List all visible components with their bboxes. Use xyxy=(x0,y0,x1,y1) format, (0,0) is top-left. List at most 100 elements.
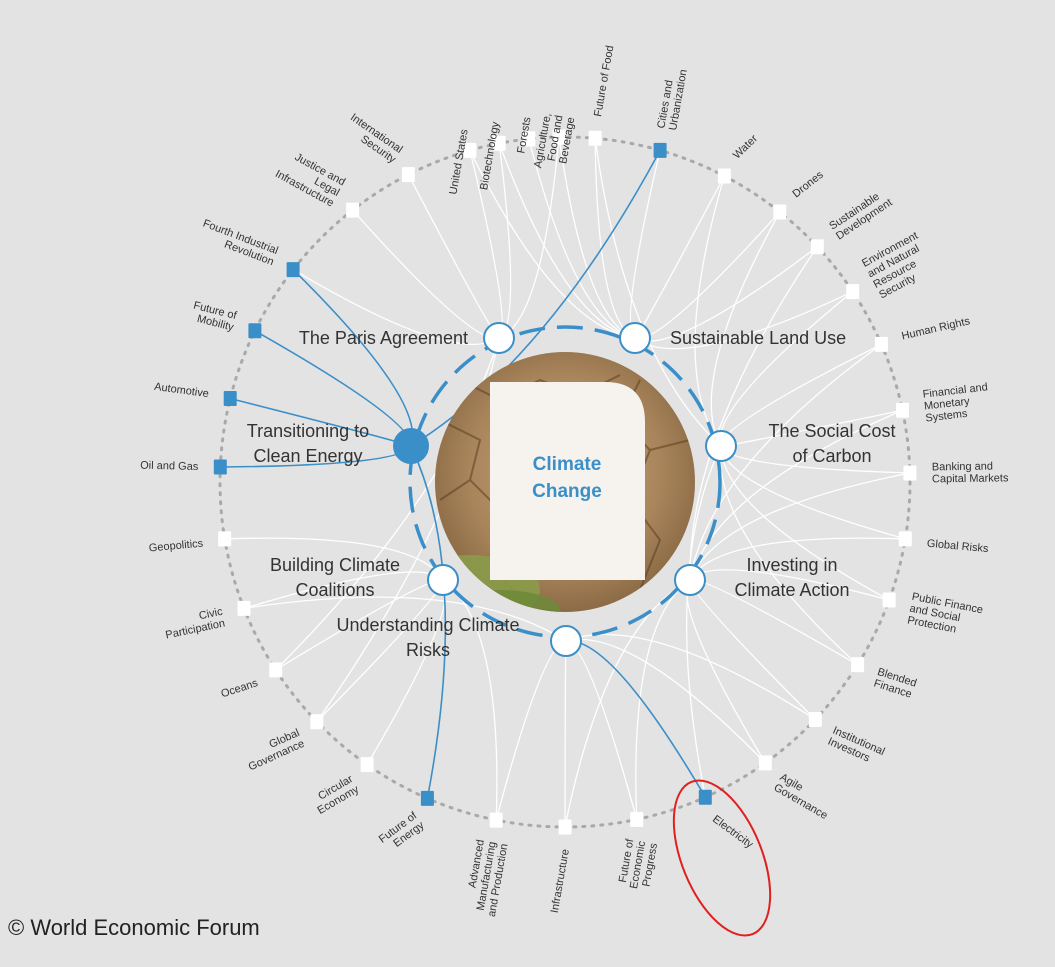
topic-sustainable-development[interactable]: SustainableDevelopment xyxy=(810,187,895,255)
topic-human-rights[interactable]: Human Rights xyxy=(874,315,972,352)
topic-geopolitics[interactable]: Geopolitics xyxy=(148,531,232,555)
link xyxy=(564,579,691,828)
topic-fourth-industrial-revolution[interactable]: Fourth IndustrialRevolution xyxy=(197,217,300,278)
link xyxy=(565,638,766,764)
key-issue-paris[interactable]: The Paris Agreement xyxy=(299,322,515,354)
topic-financial-and-monetary-systems[interactable]: Financial andMonetarySystems xyxy=(896,381,991,425)
topic-label: Biotechnology xyxy=(478,120,502,191)
topic-node-marker xyxy=(286,262,300,278)
key-issue-node xyxy=(674,564,706,596)
topic-label: Future ofEnergy xyxy=(377,809,427,855)
topic-node-marker xyxy=(896,402,909,418)
topic-forests[interactable]: Forests xyxy=(515,116,536,155)
topic-node-marker xyxy=(773,204,787,220)
key-issue-node xyxy=(427,564,459,596)
topic-node-marker xyxy=(492,135,506,151)
topic-automotive[interactable]: Automotive xyxy=(153,381,237,406)
link xyxy=(565,633,816,721)
topic-global-governance[interactable]: GlobalGovernance xyxy=(242,714,324,773)
topic-node-marker xyxy=(808,712,822,727)
key-issue-node xyxy=(550,625,582,657)
topic-label: Justice andLegalInfrastructure xyxy=(273,147,347,210)
topic-node-marker xyxy=(588,130,602,146)
topic-global-risks[interactable]: Global Risks xyxy=(898,531,990,556)
topic-label: Global Risks xyxy=(926,538,989,556)
annotation-ellipse xyxy=(672,779,772,937)
topic-justice-and-legal-infrastructure[interactable]: Justice andLegalInfrastructure xyxy=(273,147,360,218)
key-issue-node xyxy=(619,322,651,354)
link xyxy=(469,150,636,339)
topic-blended-finance[interactable]: BlendedFinance xyxy=(851,657,918,701)
key-issue-land[interactable]: Sustainable Land Use xyxy=(619,322,846,354)
topic-institutional-investors[interactable]: InstitutionalInvestors xyxy=(808,712,887,769)
topic-infrastructure[interactable]: Infrastructure xyxy=(549,819,572,915)
topic-water[interactable]: Water xyxy=(717,132,761,184)
topic-node-marker xyxy=(558,819,572,835)
key-issue-label: The Paris Agreement xyxy=(299,328,468,348)
link xyxy=(498,143,636,339)
topic-future-of-energy[interactable]: Future ofEnergy xyxy=(377,790,434,855)
topic-label: AgileGovernance xyxy=(772,771,836,822)
topic-oil-and-gas[interactable]: Oil and Gas xyxy=(140,459,227,475)
topic-node-marker xyxy=(237,600,251,616)
highlighted-link xyxy=(410,445,447,799)
topic-label: Oil and Gas xyxy=(140,460,199,473)
topic-node-marker xyxy=(698,789,712,805)
topic-label: Human Rights xyxy=(900,315,971,342)
topic-biotechnology[interactable]: Biotechnology xyxy=(478,120,506,191)
link xyxy=(686,579,766,764)
topic-label: SustainableDevelopment xyxy=(827,187,894,243)
topic-oceans[interactable]: Oceans xyxy=(220,662,283,700)
link xyxy=(689,246,818,581)
topic-international-security[interactable]: InternationalSecurity xyxy=(341,111,415,183)
link xyxy=(558,137,636,339)
topic-drones[interactable]: Drones xyxy=(773,169,826,220)
topic-node-marker xyxy=(463,142,477,158)
topic-node-marker xyxy=(552,129,566,145)
topic-label: Automotive xyxy=(153,381,209,400)
topic-environment-and-natural-resource-security[interactable]: Environmentand NaturalResourceSecurity xyxy=(846,230,937,302)
topic-label: United States xyxy=(447,128,470,196)
topic-node-marker xyxy=(346,202,360,218)
topic-banking-and-capital-markets[interactable]: Banking andCapital Markets xyxy=(903,460,1009,485)
topic-agriculture-food-and-beverage[interactable]: Agriculture,Food andBeverage xyxy=(532,112,577,173)
topic-label: InstitutionalInvestors xyxy=(826,725,887,769)
topic-node-marker xyxy=(223,391,237,406)
topic-node-marker xyxy=(420,790,434,806)
topic-label: InternationalSecurity xyxy=(341,111,405,165)
topic-label: CircularEconomy xyxy=(309,773,361,817)
topic-public-finance-and-social-protection[interactable]: Public Financeand SocialProtection xyxy=(882,591,984,640)
connection-lines xyxy=(224,137,911,828)
key-issue-node xyxy=(483,322,515,354)
topic-advanced-manufacturing-and-production[interactable]: AdvancedManufacturingand Production xyxy=(462,812,511,918)
topic-node-marker xyxy=(846,284,860,300)
topic-label: Banking andCapital Markets xyxy=(932,460,1009,485)
topic-node-marker xyxy=(758,755,772,771)
topic-label: Cities andUrbanization xyxy=(655,66,689,131)
topic-node-marker xyxy=(360,757,374,773)
topic-node-marker xyxy=(489,812,503,828)
link xyxy=(710,211,781,447)
topic-future-of-economic-progress[interactable]: Future ofEconomicProgress xyxy=(616,812,660,892)
topic-agile-governance[interactable]: AgileGovernance xyxy=(758,755,836,822)
topic-future-of-mobility[interactable]: Future ofMobility xyxy=(189,300,262,339)
center-title-line2: Change xyxy=(532,481,602,502)
link xyxy=(565,640,638,820)
topic-civic-participation[interactable]: CivicParticipation xyxy=(162,600,251,642)
topic-future-of-food[interactable]: Future of Food xyxy=(588,44,617,146)
link xyxy=(689,472,911,581)
topic-cities-and-urbanization[interactable]: Cities andUrbanization xyxy=(653,66,690,158)
topic-node-marker xyxy=(653,142,667,158)
topic-circular-economy[interactable]: CircularEconomy xyxy=(309,757,374,817)
link xyxy=(594,138,636,339)
center-card xyxy=(490,382,645,580)
link xyxy=(352,209,500,340)
